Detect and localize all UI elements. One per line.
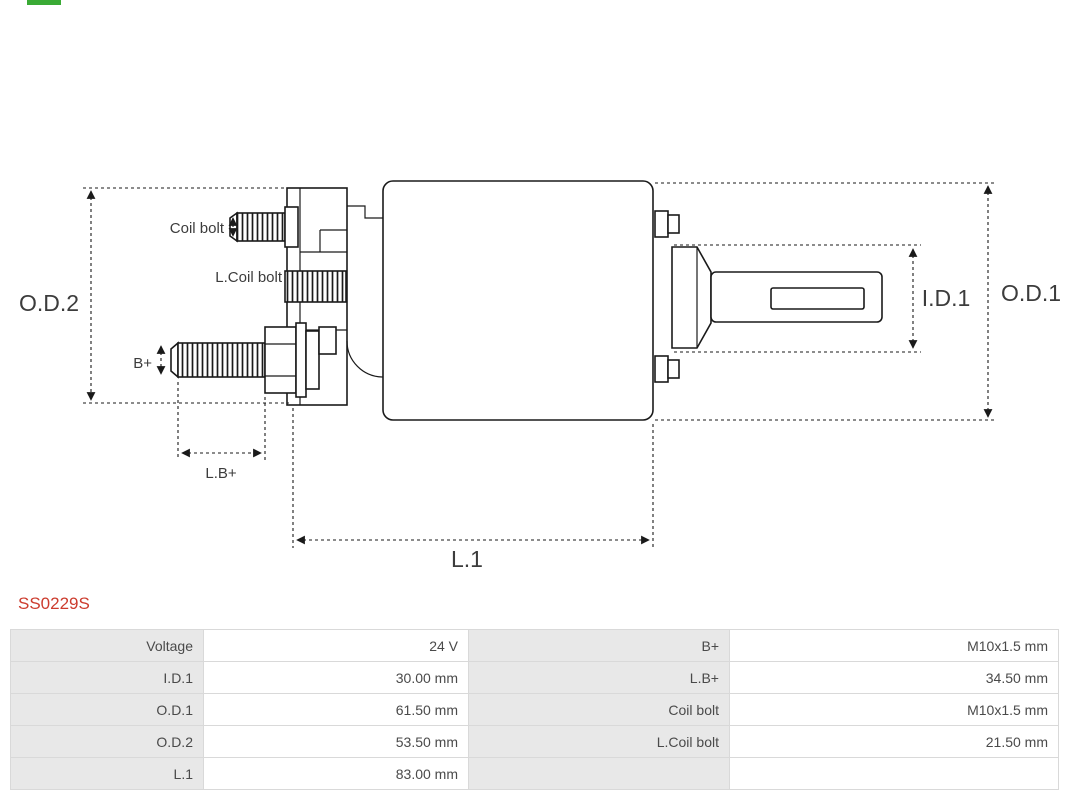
spec-label: Coil bolt	[468, 693, 730, 726]
spec-value: 83.00 mm	[203, 757, 469, 790]
spec-value: 53.50 mm	[203, 725, 469, 758]
coil-bolt-thread-block	[284, 270, 347, 303]
plunger-shaft	[710, 271, 883, 323]
spec-value: 61.50 mm	[203, 693, 469, 726]
spec-label: O.D.2	[10, 725, 204, 758]
spec-row: L.1 83.00 mm	[10, 757, 1059, 790]
label-l-coil-bolt: L.Coil bolt	[215, 269, 283, 286]
label-b-plus: B+	[133, 355, 152, 372]
coil-bolt-stud	[229, 206, 299, 248]
spec-value: 24 V	[203, 629, 469, 662]
part-number: SS0229S	[18, 594, 90, 613]
front-cone	[671, 246, 712, 349]
solenoid-technical-diagram: O.D.2 O.D.1 I.D.1 L.1 L.B+ B+ Coil bolt …	[19, 180, 1061, 572]
mounting-tabs	[654, 210, 680, 383]
dimension-lb-plus	[177, 382, 266, 460]
spec-value: 21.50 mm	[729, 725, 1059, 758]
spec-label: L.B+	[468, 661, 730, 694]
label-od2: O.D.2	[19, 290, 79, 316]
spec-table: Voltage 24 V B+ M10x1.5 mm I.D.1 30.00 m…	[10, 629, 1059, 790]
solenoid-body	[382, 180, 654, 421]
label-l1: L.1	[451, 546, 483, 572]
spec-value: 34.50 mm	[729, 661, 1059, 694]
label-id1: I.D.1	[922, 285, 971, 311]
label-od1: O.D.1	[1001, 280, 1061, 306]
spec-label: L.Coil bolt	[468, 725, 730, 758]
spec-value	[729, 757, 1059, 790]
spec-label: Voltage	[10, 629, 204, 662]
spec-label	[468, 757, 730, 790]
dimension-id1	[674, 244, 921, 353]
spec-row: O.D.1 61.50 mm Coil bolt M10x1.5 mm	[10, 693, 1059, 726]
spec-row: I.D.1 30.00 mm L.B+ 34.50 mm	[10, 661, 1059, 694]
label-lb-plus: L.B+	[205, 465, 237, 482]
spec-label: I.D.1	[10, 661, 204, 694]
spec-label: L.1	[10, 757, 204, 790]
spec-value: M10x1.5 mm	[729, 693, 1059, 726]
spec-row: O.D.2 53.50 mm L.Coil bolt 21.50 mm	[10, 725, 1059, 758]
dimension-od1	[655, 182, 996, 421]
spec-label: B+	[468, 629, 730, 662]
spec-label: O.D.1	[10, 693, 204, 726]
dimension-l1	[292, 408, 654, 548]
spec-value: M10x1.5 mm	[729, 629, 1059, 662]
spec-row: Voltage 24 V B+ M10x1.5 mm	[10, 629, 1059, 662]
label-coil-bolt: Coil bolt	[170, 220, 225, 237]
spec-value: 30.00 mm	[203, 661, 469, 694]
brand-logo-fragment	[27, 0, 61, 5]
dimension-od2	[83, 187, 289, 404]
b-plus-terminal	[170, 322, 337, 398]
